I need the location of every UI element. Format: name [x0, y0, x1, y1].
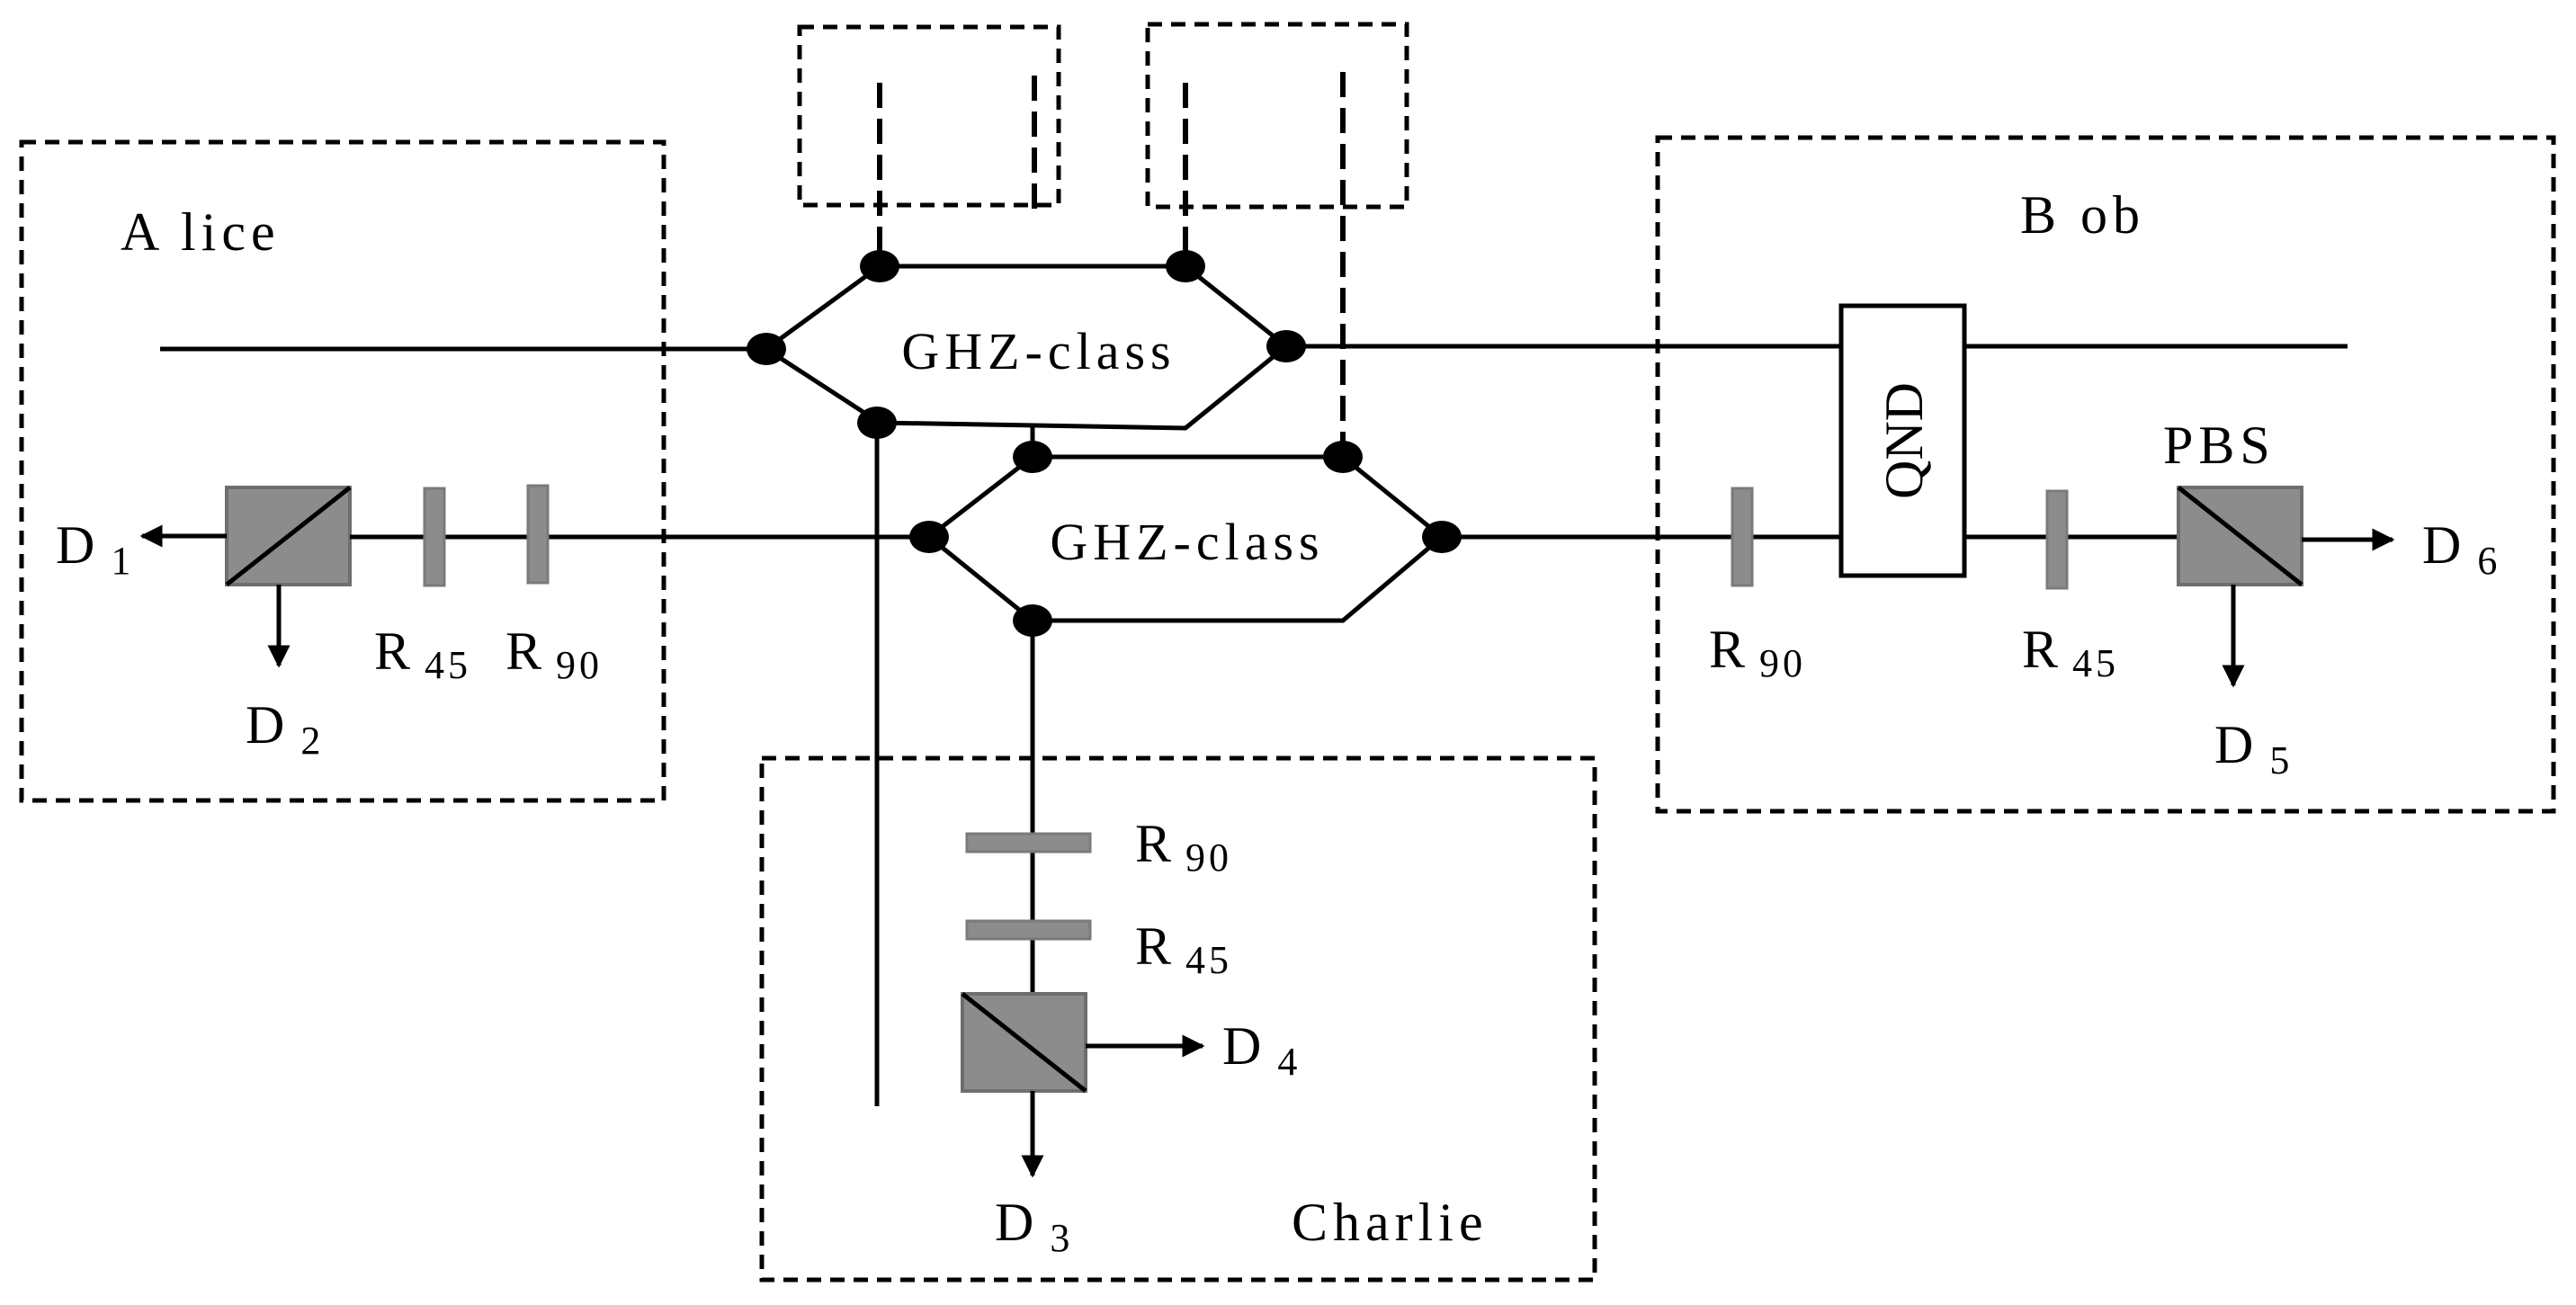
qnd-box	[1838, 303, 1967, 578]
node-dot	[747, 333, 786, 365]
ghz-label-bottom: GHZ-class	[1050, 513, 1324, 571]
bob-label: B ob	[2020, 185, 2145, 245]
rotator-charlie-r45	[965, 919, 1092, 941]
node-dot	[1166, 250, 1205, 282]
ghz-label-top: GHZ-class	[901, 322, 1176, 380]
rotator-bob-r90	[1731, 487, 1754, 587]
node-dot	[1266, 330, 1306, 362]
node-dot	[1013, 604, 1052, 637]
bob-region	[1655, 135, 2556, 814]
node-dot	[1013, 441, 1052, 473]
pbs-bob	[2177, 486, 2303, 586]
pbs-label: PBS	[2163, 416, 2276, 475]
pbs-alice	[225, 486, 352, 586]
rotator-charlie-r90	[965, 832, 1092, 854]
node-dot	[1422, 521, 1462, 553]
charlie-label: Charlie	[1292, 1193, 1489, 1252]
alice-region	[19, 139, 666, 803]
qnd-label: QND	[1874, 382, 1934, 499]
node-dot	[909, 521, 949, 553]
rotator-bob-r45	[2045, 489, 2069, 590]
node-dot	[1323, 441, 1363, 473]
pbs-charlie	[961, 992, 1087, 1093]
node-dot	[860, 250, 899, 282]
top-aux-box-right	[1145, 22, 1409, 210]
node-dot	[857, 407, 897, 439]
alice-label: A lice	[121, 202, 281, 262]
rotator-alice-r90	[526, 484, 550, 585]
top-aux-box-left	[797, 24, 1061, 208]
rotator-alice-r45	[423, 487, 446, 587]
